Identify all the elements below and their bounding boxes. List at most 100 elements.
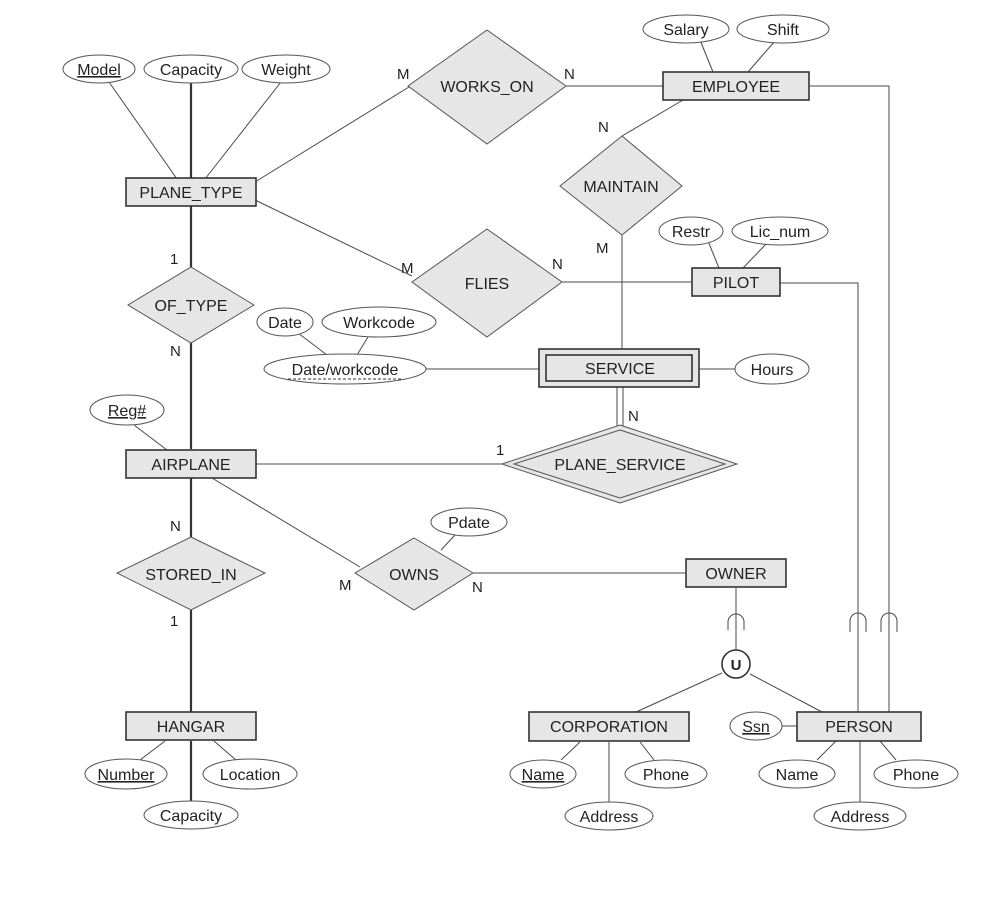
attr-weight-label: Weight bbox=[261, 62, 311, 79]
entity-service-label: SERVICE bbox=[585, 361, 655, 378]
rel-works-on: WORKS_ON bbox=[407, 29, 567, 145]
entity-employee: EMPLOYEE bbox=[662, 71, 810, 101]
attr-model-label: Model bbox=[77, 62, 121, 79]
attr-restr-label: Restr bbox=[672, 224, 711, 241]
subset-symbols bbox=[727, 612, 898, 632]
union-symbol: U bbox=[731, 657, 742, 674]
entity-corporation: CORPORATION bbox=[528, 711, 690, 742]
card-plane-service-service: N bbox=[628, 408, 639, 425]
rel-stored-in-label: STORED_IN bbox=[145, 567, 236, 584]
entity-owner: OWNER bbox=[685, 558, 787, 588]
connector-lines bbox=[108, 39, 897, 803]
entity-hangar: HANGAR bbox=[125, 711, 257, 741]
entity-corporation-label: CORPORATION bbox=[550, 719, 668, 736]
attr-person-phone: Phone bbox=[873, 759, 959, 789]
attr-corporation-name: Name bbox=[509, 759, 577, 789]
entities: PLANE_TYPE EMPLOYEE PILOT SERVICE AIRPLA… bbox=[125, 71, 922, 742]
card-works-on-plane-type: M bbox=[397, 66, 410, 83]
attr-capacity-plane-type-label: Capacity bbox=[160, 62, 222, 79]
rel-flies: FLIES bbox=[411, 228, 563, 338]
card-of-type-plane-type: 1 bbox=[170, 251, 178, 268]
rel-works-on-label: WORKS_ON bbox=[440, 79, 533, 96]
card-works-on-employee: N bbox=[564, 66, 575, 83]
attr-shift: Shift bbox=[736, 14, 830, 44]
card-maintain-employee: N bbox=[598, 119, 609, 136]
card-stored-in-hangar: 1 bbox=[170, 613, 178, 630]
rel-maintain: MAINTAIN bbox=[559, 135, 683, 236]
attr-capacity-hangar-label: Capacity bbox=[160, 808, 222, 825]
attr-pdate-label: Pdate bbox=[448, 515, 490, 532]
attr-salary-label: Salary bbox=[663, 22, 708, 39]
card-owns-owner: N bbox=[472, 579, 483, 596]
attr-model: Model bbox=[62, 54, 136, 84]
rel-flies-label: FLIES bbox=[465, 276, 509, 293]
attr-ssn-label: Ssn bbox=[742, 719, 770, 736]
entity-plane-type: PLANE_TYPE bbox=[125, 177, 257, 207]
attr-pdate: Pdate bbox=[430, 507, 508, 537]
employee-subset-symbol bbox=[880, 612, 898, 632]
attr-restr: Restr bbox=[658, 216, 724, 246]
attr-reg-label: Reg# bbox=[108, 403, 146, 420]
rel-owns: OWNS bbox=[354, 537, 474, 611]
entity-airplane: AIRPLANE bbox=[125, 449, 257, 479]
entity-pilot-label: PILOT bbox=[713, 275, 759, 292]
relationships: WORKS_ON MAINTAIN FLIES OF_TYPE PLANE_SE… bbox=[115, 29, 739, 611]
attr-reg: Reg# bbox=[89, 394, 165, 426]
attr-person-phone-label: Phone bbox=[893, 767, 939, 784]
attr-ssn: Ssn bbox=[729, 711, 783, 741]
attr-workcode: Workcode bbox=[321, 306, 437, 338]
entity-person: PERSON bbox=[796, 711, 922, 742]
attr-location-label: Location bbox=[220, 767, 281, 784]
attr-workcode-label: Workcode bbox=[343, 315, 415, 332]
entity-owner-label: OWNER bbox=[705, 566, 766, 583]
attr-date-label: Date bbox=[268, 315, 302, 332]
entity-plane-type-label: PLANE_TYPE bbox=[139, 185, 242, 202]
attr-number-label: Number bbox=[98, 767, 156, 784]
attr-corporation-name-label: Name bbox=[522, 767, 565, 784]
entity-person-label: PERSON bbox=[825, 719, 893, 736]
card-owns-airplane: M bbox=[339, 577, 352, 594]
rel-owns-label: OWNS bbox=[389, 567, 439, 584]
entity-airplane-label: AIRPLANE bbox=[151, 457, 230, 474]
attributes: Model Capacity Weight Salary Shift Restr… bbox=[62, 14, 959, 831]
attr-person-address-label: Address bbox=[831, 809, 890, 826]
attr-number: Number bbox=[84, 758, 168, 790]
card-flies-plane-type: M bbox=[401, 260, 414, 277]
card-flies-pilot: N bbox=[552, 256, 563, 273]
rel-plane-service: PLANE_SERVICE bbox=[500, 424, 739, 504]
owner-subset-symbol bbox=[727, 613, 745, 630]
attr-location: Location bbox=[202, 758, 298, 790]
attr-capacity-hangar: Capacity bbox=[143, 800, 239, 830]
attr-corporation-address-label: Address bbox=[580, 809, 639, 826]
rel-stored-in: STORED_IN bbox=[115, 536, 267, 611]
entity-employee-label: EMPLOYEE bbox=[692, 79, 780, 96]
attr-corporation-phone: Phone bbox=[624, 759, 708, 789]
entity-service: SERVICE bbox=[538, 348, 700, 388]
rel-of-type-label: OF_TYPE bbox=[155, 298, 228, 315]
card-maintain-service: M bbox=[596, 240, 609, 257]
attr-shift-label: Shift bbox=[767, 22, 800, 39]
entity-pilot: PILOT bbox=[691, 267, 781, 297]
card-of-type-airplane: N bbox=[170, 343, 181, 360]
attr-corporation-phone-label: Phone bbox=[643, 767, 689, 784]
attr-hours: Hours bbox=[734, 353, 810, 385]
attr-date: Date bbox=[256, 307, 314, 337]
rel-maintain-label: MAINTAIN bbox=[583, 179, 658, 196]
attr-salary: Salary bbox=[642, 14, 730, 44]
pilot-subset-symbol bbox=[849, 612, 867, 632]
union-circle: U bbox=[721, 649, 751, 679]
attr-corporation-address: Address bbox=[564, 801, 654, 831]
card-stored-in-airplane: N bbox=[170, 518, 181, 535]
rel-of-type: OF_TYPE bbox=[127, 266, 255, 344]
attr-capacity-plane-type: Capacity bbox=[143, 54, 239, 84]
rel-plane-service-label: PLANE_SERVICE bbox=[554, 457, 685, 474]
attr-weight: Weight bbox=[241, 54, 331, 84]
attr-date-workcode-label: Date/workcode bbox=[292, 362, 399, 379]
cardinality-labels: M N N M M N 1 N 1 N N 1 M N bbox=[170, 66, 639, 630]
attr-hours-label: Hours bbox=[751, 362, 794, 379]
attr-person-name-label: Name bbox=[776, 767, 819, 784]
attr-person-address: Address bbox=[813, 801, 907, 831]
attr-date-workcode: Date/workcode bbox=[263, 353, 427, 385]
attr-person-name: Name bbox=[758, 759, 836, 789]
